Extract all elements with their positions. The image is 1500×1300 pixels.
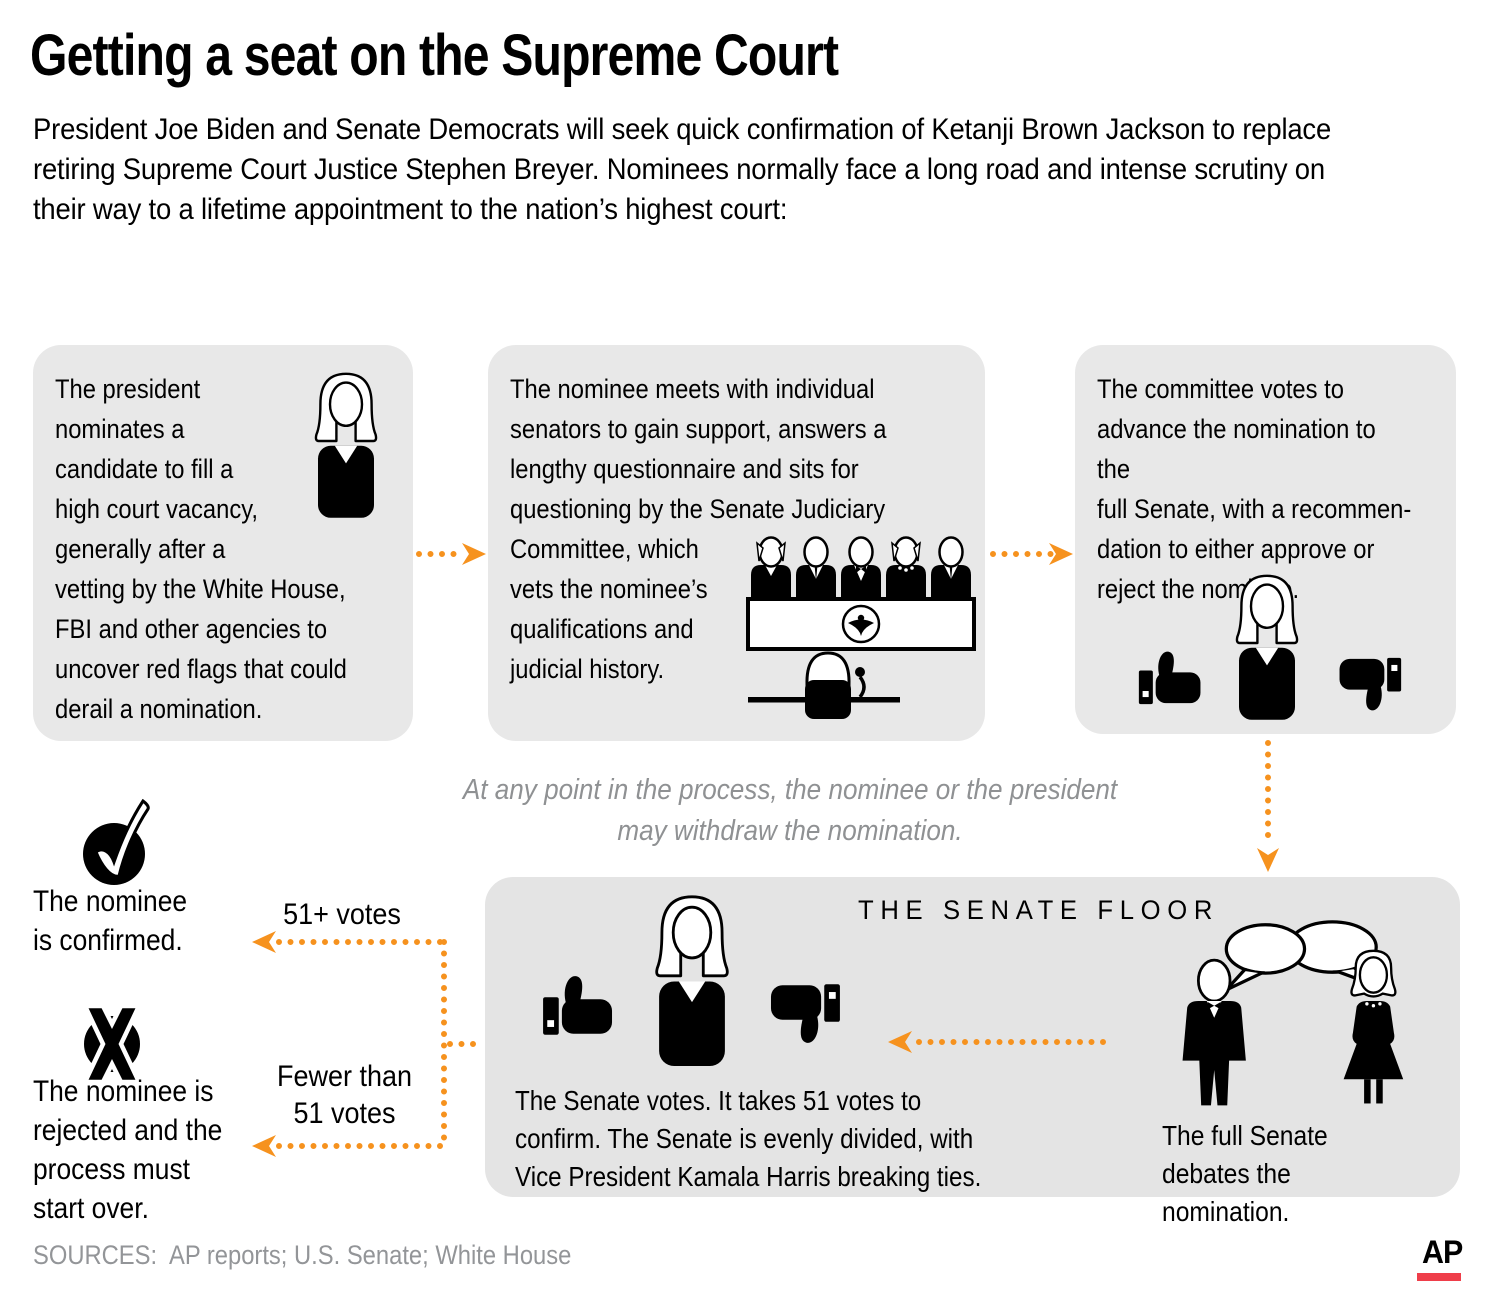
votes-fewer-label: Fewer than 51 votes bbox=[276, 1060, 413, 1130]
ap-logo: AP bbox=[1422, 1234, 1463, 1270]
checkmark-icon bbox=[83, 798, 150, 885]
judiciary-committee-hearing-icon bbox=[746, 536, 976, 719]
step3-box: The committee votes to advance the nomin… bbox=[1075, 345, 1456, 734]
rejected-label: The nominee is rejected and the process … bbox=[33, 1075, 223, 1225]
step2-box: The nominee meets with individual senato… bbox=[488, 345, 985, 741]
withdraw-note: At any point in the process, the nominee… bbox=[462, 774, 1118, 847]
two-senators-debating-icon bbox=[1182, 920, 1404, 1106]
step1-text: The president nominates a candidate to f… bbox=[55, 374, 347, 724]
thumbs-down-icon bbox=[1339, 657, 1402, 711]
woman-nominee-icon bbox=[655, 895, 729, 1067]
intro-paragraph: President Joe Biden and Senate Democrats… bbox=[33, 113, 1332, 226]
thumbs-up-icon bbox=[1138, 651, 1201, 705]
step3-text: The committee votes to advance the nomin… bbox=[1097, 374, 1412, 604]
ap-logo-red-bar bbox=[1417, 1273, 1461, 1281]
woman-nominee-icon bbox=[314, 372, 378, 518]
x-mark-icon bbox=[81, 1003, 143, 1085]
thumbs-up-icon bbox=[543, 976, 613, 1035]
senate-vote-text: The Senate votes. It takes 51 votes to c… bbox=[515, 1085, 982, 1192]
thumbs-down-icon bbox=[770, 984, 840, 1043]
woman-nominee-icon bbox=[1235, 574, 1299, 720]
senate-floor-box: THE SENATE FLOOR The Senate votes. It ta… bbox=[485, 877, 1460, 1227]
confirmed-label: The nominee is confirmed. bbox=[33, 885, 188, 957]
page-title: Getting a seat on the Supreme Court bbox=[30, 23, 839, 88]
sources-line: SOURCES: AP reports; U.S. Senate; White … bbox=[33, 1240, 572, 1270]
votes-51plus-label: 51+ votes bbox=[283, 898, 401, 931]
senate-floor-heading: THE SENATE FLOOR bbox=[858, 895, 1220, 925]
senate-debate-text: The full Senate debates the nomination. bbox=[1162, 1120, 1328, 1227]
step1-box: The president nominates a candidate to f… bbox=[33, 345, 413, 741]
step2-text: The nominee meets with individual senato… bbox=[510, 374, 887, 684]
